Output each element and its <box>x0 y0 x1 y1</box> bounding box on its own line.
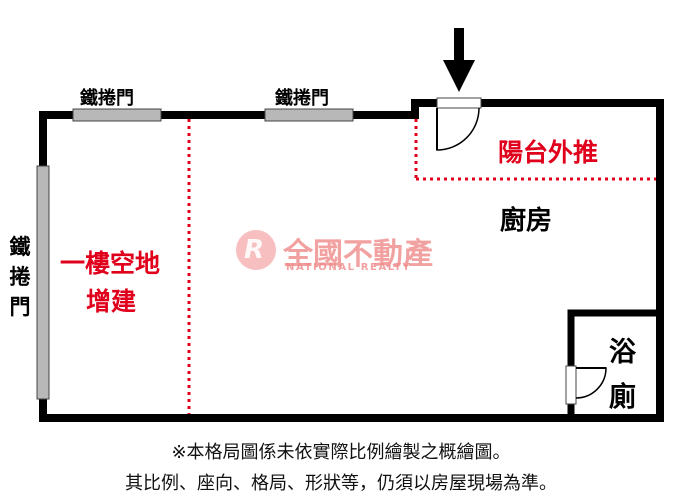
entrance-door <box>436 97 482 151</box>
wall-outline <box>39 99 664 422</box>
bathroom-label-1: 浴 <box>609 337 636 368</box>
balcony-label: 陽台外推 <box>498 138 599 167</box>
watermark-logo-icon <box>236 230 276 270</box>
watermark-brand-en: NATIONAL REALTY <box>286 262 412 273</box>
bathroom-door <box>565 365 607 405</box>
watermark-brand-cn: 全國不動產 <box>283 237 433 272</box>
bathroom-label-2: 廁 <box>609 382 636 413</box>
shutter-door-top-left <box>72 108 162 122</box>
red-dotted-lines <box>187 119 656 414</box>
shutter-door-label-left-text: 鐵捲門 <box>9 235 31 319</box>
shutter-door-left <box>36 165 50 400</box>
first-floor-label-2: 增建 <box>86 287 137 316</box>
kitchen-label: 廚房 <box>500 206 553 236</box>
first-floor-label-1: 一樓空地 <box>60 249 161 278</box>
disclaimer-line-2: 其比例、座向、格局、形狀等，仍須以房屋現場為準。 <box>125 473 557 494</box>
shutter-door-label-top-left: 鐵捲門 <box>80 88 134 109</box>
outer-walls <box>39 99 664 422</box>
shutter-door-label-left: 鐵捲門 <box>9 232 33 322</box>
disclaimer-line-1: ※本格局圖係未依實際比例繪製之概繪圖。 <box>171 442 511 463</box>
watermark-logo-letter: R <box>244 235 265 265</box>
shutter-door-top-right <box>264 108 354 122</box>
shutter-door-label-top-right: 鐵捲門 <box>275 88 329 109</box>
entrance-arrow-icon <box>443 28 475 92</box>
